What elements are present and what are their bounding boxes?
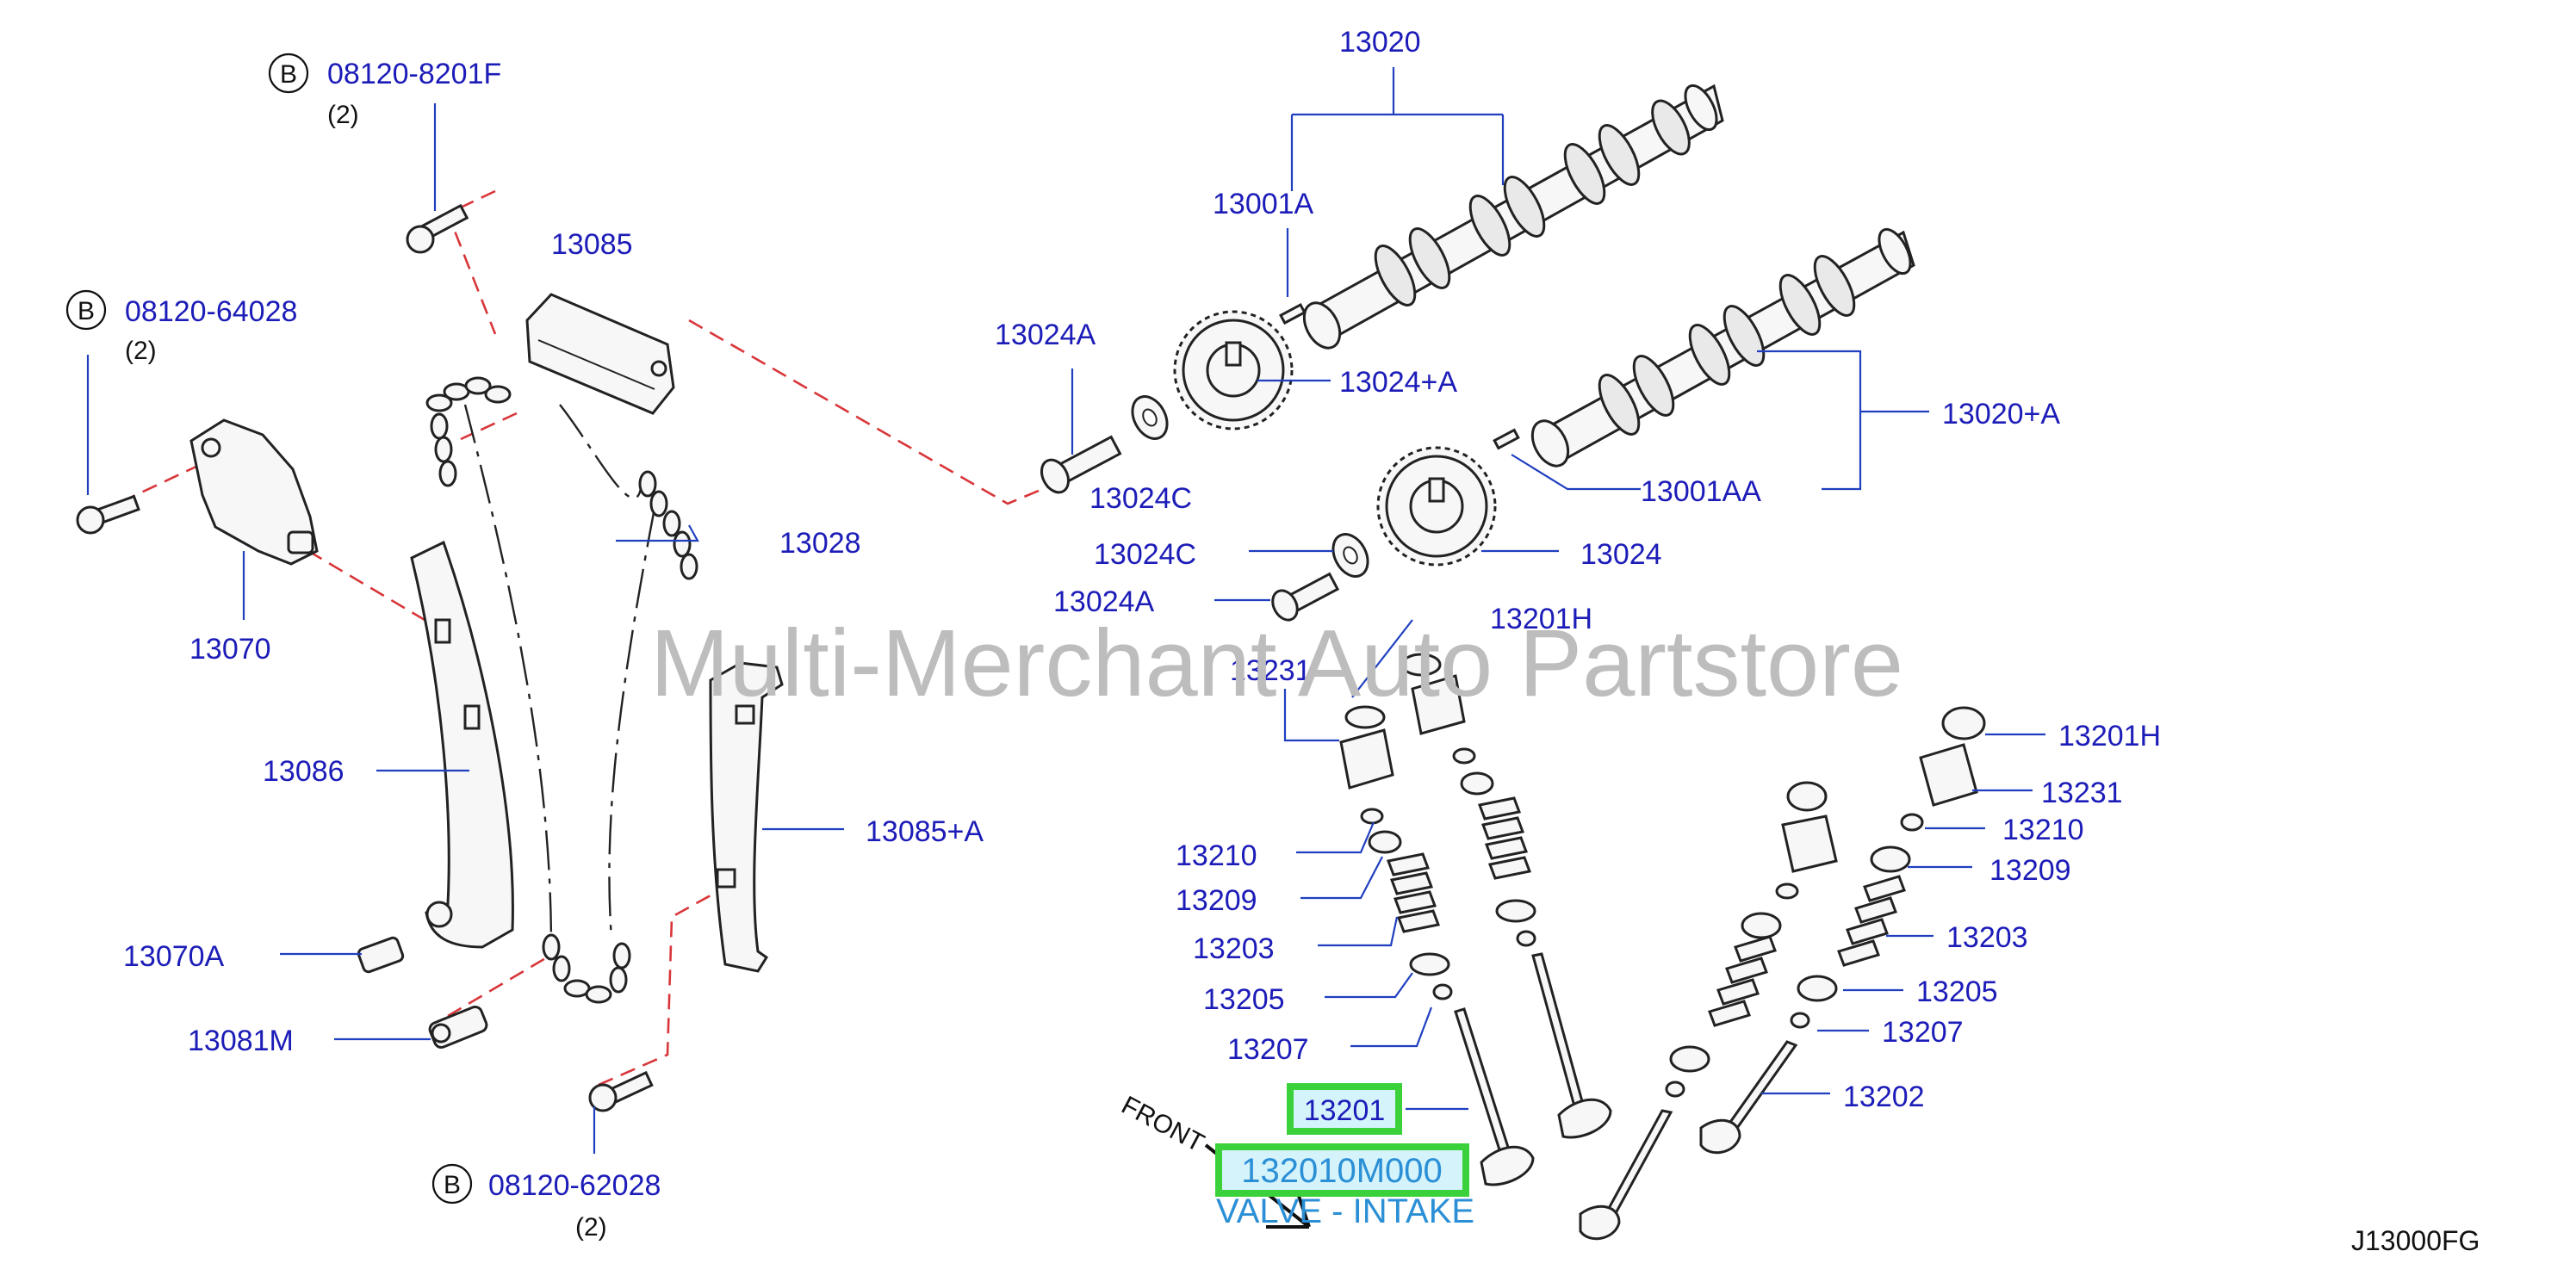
part-labels: 13020 13001A 13085 13024A 13024+A 13020+…: [123, 26, 2161, 1113]
bolt-quantity: (2): [575, 1213, 607, 1242]
bolt-b-circle: [268, 53, 309, 94]
bolt-callout-b1[interactable]: B 08120-8201F (2): [268, 53, 501, 129]
bolt-part-number[interactable]: 08120-64028: [125, 295, 297, 328]
part-label-13070[interactable]: 13070: [189, 633, 271, 666]
part-label-13209-right[interactable]: 13209: [1989, 854, 2071, 887]
part-label-13231-right[interactable]: 13231: [2041, 777, 2123, 809]
washer-13024C-mid: [1331, 533, 1369, 578]
part-label-13001AA[interactable]: 13001AA: [1641, 475, 1761, 508]
bolt-callout-b3[interactable]: B 08120-62028 (2): [431, 1163, 661, 1242]
part-label-13203-right[interactable]: 13203: [1946, 921, 2028, 954]
part-label-13024A-mid[interactable]: 13024A: [1053, 585, 1155, 618]
part-label-13201H-top[interactable]: 13201H: [1490, 603, 1592, 635]
chain-links-bottom: [542, 933, 631, 1004]
dowel-13070A: [357, 936, 405, 974]
part-label-13001A[interactable]: 13001A: [1213, 188, 1314, 220]
part-label-13086[interactable]: 13086: [263, 755, 345, 788]
part-label-13085-plus-A[interactable]: 13085+A: [866, 815, 984, 848]
part-label-13085[interactable]: 13085: [551, 228, 633, 261]
bolt-part-number[interactable]: 08120-8201F: [327, 58, 501, 90]
part-label-13070A[interactable]: 13070A: [123, 940, 225, 973]
highlight-part-ref-label[interactable]: 13201: [1304, 1094, 1386, 1127]
part-label-13020[interactable]: 13020: [1339, 26, 1421, 59]
diagram-code: J13000FG: [2351, 1225, 2480, 1256]
part-label-13024[interactable]: 13024: [1580, 538, 1662, 571]
part-label-13231-left[interactable]: 13231: [1230, 654, 1312, 687]
tensioner-13070: [189, 418, 319, 566]
part-label-13209-left[interactable]: 13209: [1176, 884, 1257, 917]
watermark-text: Multi-Merchant Auto Partstore: [650, 610, 1903, 716]
sprocket-upper: [1173, 310, 1294, 430]
camshaft-upper-13020: [1279, 84, 1724, 350]
front-label: FRONT: [1117, 1091, 1209, 1158]
bolt-b-circle: [65, 289, 107, 331]
part-label-13201H-right[interactable]: 13201H: [2058, 720, 2161, 752]
bolt-letter: B: [280, 60, 297, 89]
valve-train-intake-left: [1339, 705, 1535, 1186]
leader-lines: [86, 67, 2045, 1154]
part-label-13210-right[interactable]: 13210: [2002, 814, 2084, 846]
highlight-part-number[interactable]: 132010M000: [1215, 1143, 1469, 1197]
chain-links-right: [638, 470, 698, 580]
washer-13024C-top: [1131, 395, 1169, 440]
part-label-13203-left[interactable]: 13203: [1193, 932, 1275, 965]
bolt-callout-b2[interactable]: B 08120-64028 (2): [65, 289, 297, 365]
part-label-13024-plus-A[interactable]: 13024+A: [1339, 366, 1457, 399]
bolt-quantity: (2): [125, 337, 157, 365]
tension-guide-13085A: [709, 661, 784, 973]
slack-guide-13086: [410, 540, 514, 949]
pin-13081M: [428, 1006, 488, 1049]
highlight-part-number-label[interactable]: 132010M000: [1241, 1152, 1443, 1190]
timing-chain: [425, 376, 698, 1004]
valve-train-exhaust-left: [1579, 781, 1838, 1241]
part-label-13207-left[interactable]: 13207: [1227, 1033, 1309, 1066]
part-label-13024C-mid[interactable]: 13024C: [1094, 538, 1196, 571]
bolt-quantity: (2): [327, 101, 359, 129]
highlight-box: [1287, 1083, 1402, 1135]
valve-train-intake-mid: [1400, 653, 1612, 1139]
highlight-description: VALVE - INTAKE: [1216, 1192, 1474, 1230]
bolt-13024A-top: [1040, 435, 1122, 494]
part-label-13202[interactable]: 13202: [1843, 1081, 1925, 1113]
valve-train-exhaust-right: [1699, 706, 1986, 1155]
part-label-13207-right[interactable]: 13207: [1882, 1016, 1964, 1049]
part-label-13081M[interactable]: 13081M: [188, 1025, 294, 1057]
part-label-13024A-top[interactable]: 13024A: [995, 319, 1096, 351]
bolt-13024A-mid: [1271, 572, 1340, 622]
bolt-part-number[interactable]: 08120-62028: [488, 1169, 661, 1202]
part-label-13205-left[interactable]: 13205: [1203, 983, 1285, 1016]
bolt-b2: [76, 494, 140, 535]
bolt-letter: B: [78, 297, 95, 325]
bolt-b-circle: [431, 1163, 473, 1205]
part-label-13028[interactable]: 13028: [779, 527, 861, 560]
part-label-13020-plus-A[interactable]: 13020+A: [1942, 398, 2060, 430]
camshaft-lower-13020A: [1493, 227, 1915, 468]
highlight-number-box: [1215, 1143, 1469, 1197]
chain-guide-13085: [525, 293, 675, 415]
chain-links-top: [425, 376, 512, 487]
part-label-13024C-top[interactable]: 13024C: [1089, 482, 1192, 515]
highlight-part-ref[interactable]: 13201: [1287, 1083, 1402, 1135]
bolt-letter: B: [444, 1171, 461, 1199]
part-label-13210-left[interactable]: 13210: [1176, 839, 1257, 872]
part-label-13205-right[interactable]: 13205: [1916, 975, 1998, 1008]
bolt-b1: [406, 203, 469, 254]
sprocket-lower: [1376, 446, 1497, 567]
bolt-b3: [588, 1070, 654, 1112]
